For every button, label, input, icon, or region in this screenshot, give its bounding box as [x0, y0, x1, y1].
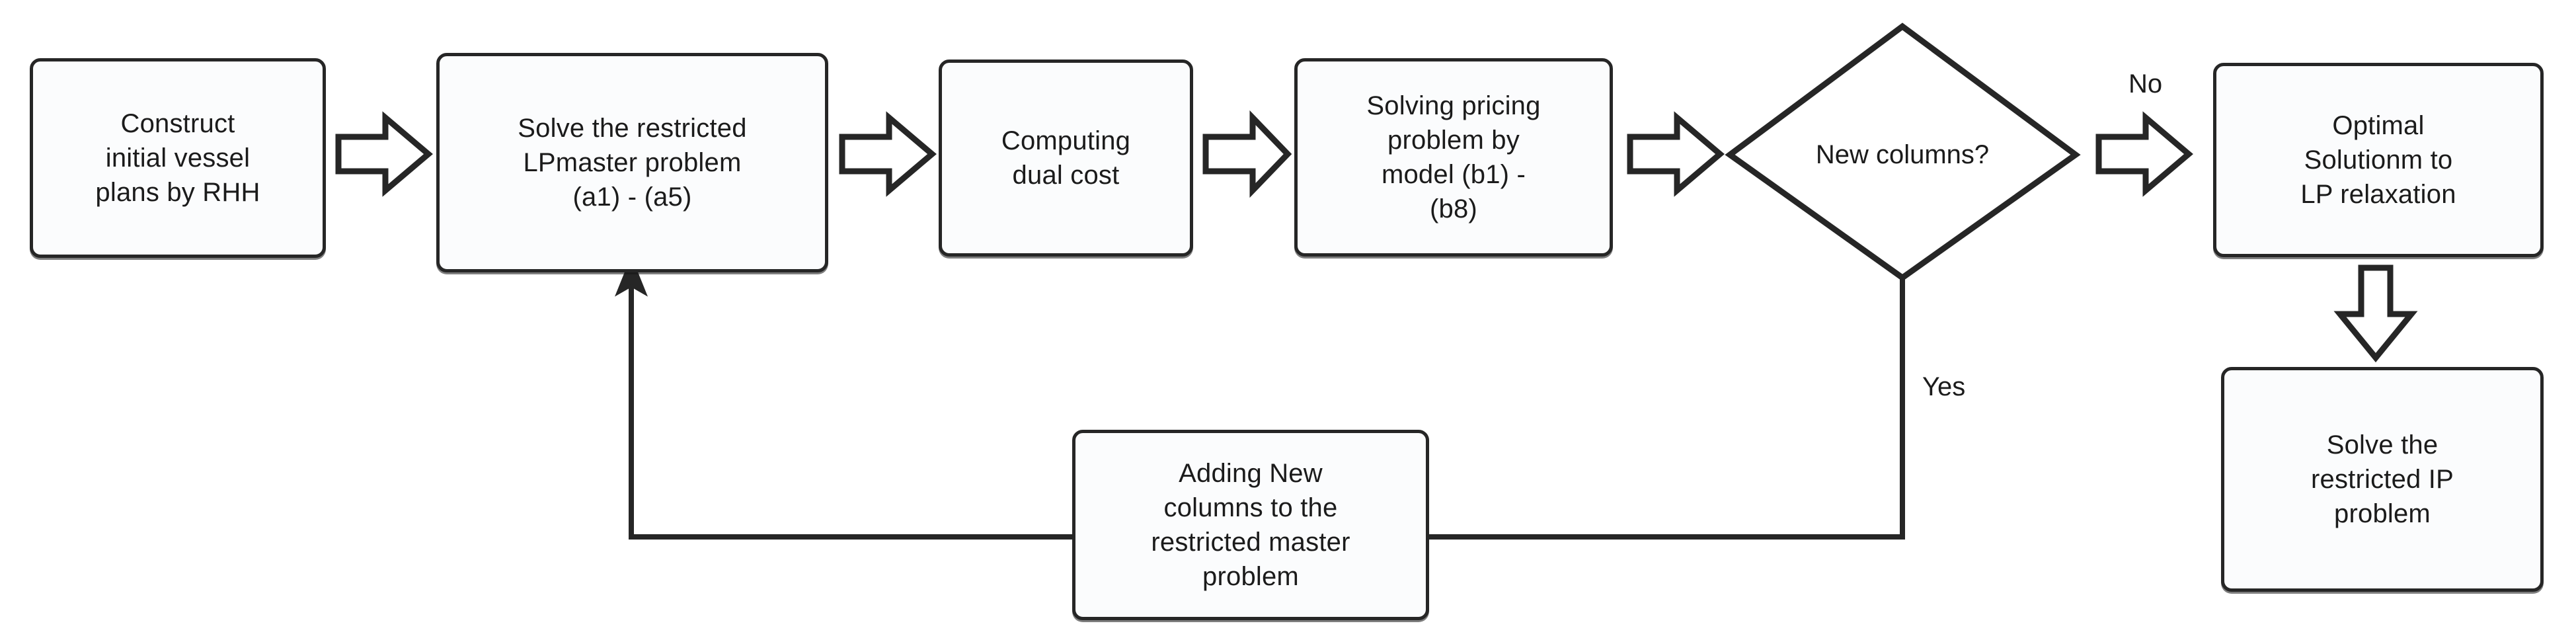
- node-label: New columns?: [1815, 140, 1990, 169]
- node-optimal-solution-lp-relaxation[interactable]: Optimal Solutionm to LP relaxation: [2213, 63, 2544, 257]
- edge-label-no: No: [2128, 69, 2162, 99]
- edge-label-yes: Yes: [1922, 372, 1965, 402]
- node-label: Solve the restricted IP problem: [2311, 430, 2454, 528]
- node-solve-restricted-ip[interactable]: Solve the restricted IP problem: [2221, 367, 2544, 592]
- edge-label-text: Yes: [1922, 372, 1966, 401]
- node-adding-new-columns[interactable]: Adding New columns to the restricted mas…: [1072, 430, 1429, 620]
- edge-label-text: No: [2128, 69, 2163, 99]
- node-label: Computing dual cost: [1001, 126, 1131, 190]
- node-solve-restricted-lpmaster[interactable]: Solve the restricted LPmaster problem (a…: [436, 53, 828, 272]
- arrowhead-up-to-master: [614, 255, 648, 297]
- node-label: Solve the restricted LPmaster problem (a…: [518, 114, 747, 212]
- block-arrow-right-2: [839, 111, 937, 197]
- block-arrow-right-no: [2095, 111, 2193, 197]
- node-label: Adding New columns to the restricted mas…: [1151, 459, 1350, 591]
- node-decision-new-columns[interactable]: New columns?: [1758, 128, 2047, 181]
- node-computing-dual-cost[interactable]: Computing dual cost: [939, 60, 1193, 257]
- block-arrow-right-1: [335, 111, 433, 197]
- edge-yes-diamond-to-adding: [1426, 275, 1905, 540]
- node-construct-initial-plans[interactable]: Construct initial vessel plans by RHH: [30, 58, 326, 258]
- node-label: Solving pricing problem by model (b1) - …: [1366, 91, 1541, 223]
- edge-adding-to-master: [629, 274, 1072, 540]
- node-label: Optimal Solutionm to LP relaxation: [2300, 111, 2456, 209]
- node-solving-pricing-problem[interactable]: Solving pricing problem by model (b1) - …: [1294, 58, 1613, 257]
- block-arrow-right-4: [1627, 111, 1725, 197]
- node-label: Construct initial vessel plans by RHH: [95, 109, 260, 207]
- block-arrow-right-3: [1202, 110, 1292, 198]
- block-arrow-down-ip: [2333, 264, 2418, 363]
